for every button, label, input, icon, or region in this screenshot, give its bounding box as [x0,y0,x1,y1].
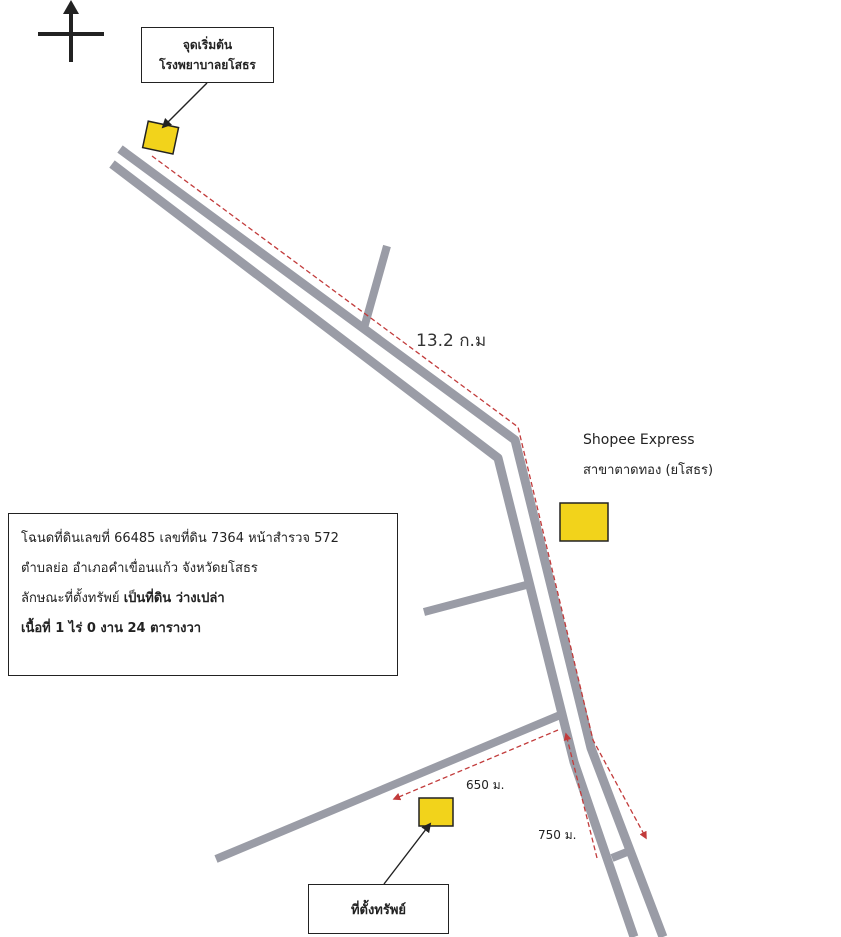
distance-750-label: 750 ม. [538,828,577,842]
property-type-value: เป็นที่ดิน ว่างเปล่า [123,591,225,606]
north-arrow-icon [38,0,104,62]
distance-650-label: 650 ม. [466,778,505,792]
destination-pointer [383,822,432,885]
start-point-box: จุดเริ่มต้น โรงพยาบาลยโสธร [141,27,274,83]
start-place: โรงพยาบาลยโสธร [159,58,256,72]
distance-main-label: 13.2 ก.ม [416,331,487,351]
start-marker-icon [141,120,180,155]
area-line: เนื้อที่ 1 ไร่ 0 งาน 24 ตารางวา [21,621,202,636]
side-road-north [360,244,391,330]
side-road-stub [610,846,634,862]
route-main [151,155,647,840]
start-pointer [161,82,208,129]
location-line: ตำบลย่อ อำเภอคำเขื่อนแก้ว จังหวัดยโสธร [21,561,258,576]
main-road [109,145,668,937]
destination-marker-icon [418,797,454,827]
route-dashed [151,155,647,859]
side-roads [214,244,634,863]
side-road-middle [422,580,532,616]
property-info-box: โฉนดที่ดินเลขที่ 66485 เลขที่ดิน 7364 หน… [8,513,398,676]
property-type-line: ลักษณะที่ตั้งทรัพย์ เป็นที่ดิน ว่างเปล่า [21,584,387,614]
property-type-label: ลักษณะที่ตั้งทรัพย์ [21,591,120,606]
side-road-south [214,709,567,863]
destination-label: ที่ตั้งทรัพย์ [350,902,407,918]
landmark-name: Shopee Express [583,432,695,448]
shopee-marker-icon [559,502,609,542]
destination-box: ที่ตั้งทรัพย์ [308,884,449,934]
route-650 [392,729,559,801]
route-750 [563,732,598,859]
landmark-branch: สาขาตาดทอง (ยโสธร) [583,463,714,478]
deed-line: โฉนดที่ดินเลขที่ 66485 เลขที่ดิน 7364 หน… [21,531,339,546]
start-title: จุดเริ่มต้น [182,38,233,52]
